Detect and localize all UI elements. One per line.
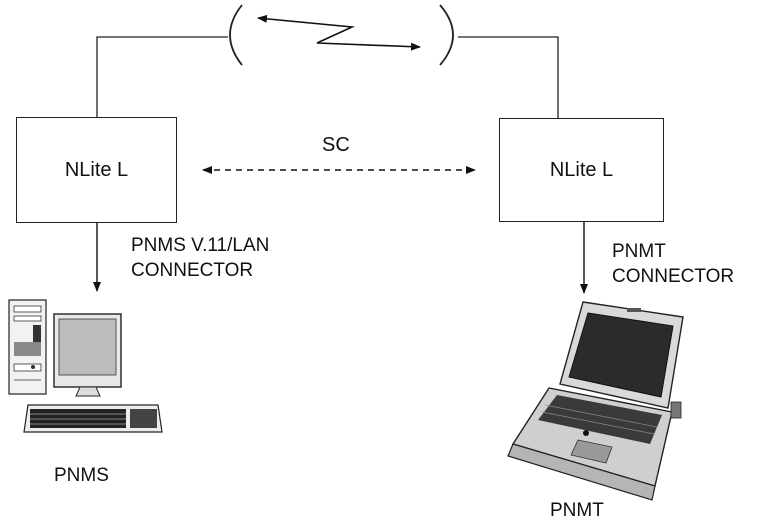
left-nlite-unit: NLite L <box>16 117 177 223</box>
right-uplink-line <box>458 36 559 118</box>
left-uplink-line <box>96 36 228 117</box>
right-nlite-unit: NLite L <box>499 118 664 222</box>
left-connector-line-1: PNMS V.11/LAN <box>131 235 270 256</box>
right-connector-label: PNMT CONNECTOR <box>612 239 734 289</box>
radio-link-zigzag-icon <box>257 14 421 51</box>
right-unit-label: NLite L <box>549 158 614 181</box>
right-connector-line-1: PNMT <box>612 241 666 262</box>
laptop-icon <box>507 301 684 501</box>
right-connector-line-2: CONNECTOR <box>612 266 735 287</box>
desktop-computer-icon <box>8 299 163 433</box>
sc-label: SC <box>322 134 350 156</box>
radio-link-left-arc <box>229 4 243 66</box>
left-connector-line-2: CONNECTOR <box>131 260 254 281</box>
left-unit-label: NLite L <box>64 158 129 181</box>
left-connector-label: PNMS V.11/LAN CONNECTOR <box>131 233 269 283</box>
pnms-label: PNMS <box>54 465 109 486</box>
pnmt-label: PNMT <box>550 500 604 521</box>
radio-link-right-arc <box>439 4 454 66</box>
